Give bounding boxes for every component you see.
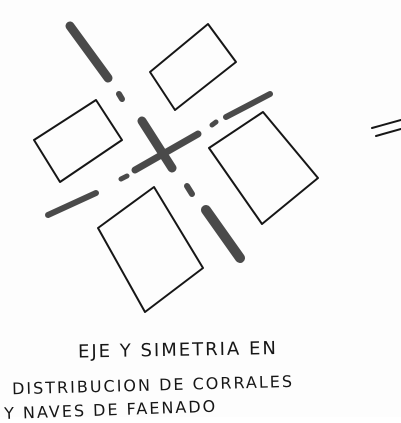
axis-dash [212, 122, 216, 125]
equal-mark-bottom [376, 129, 401, 136]
left-block [34, 100, 122, 182]
axis-dash [119, 94, 122, 99]
axis-lower-right-stroke [206, 210, 240, 258]
axis-dash [187, 186, 192, 194]
axis-cross-left-stroke [48, 193, 96, 215]
bottom-large-block [98, 187, 203, 312]
symmetry-axes [48, 26, 270, 258]
top-small-block [150, 24, 236, 110]
equal-marks [372, 120, 401, 136]
axis-upper-left-stroke [70, 26, 108, 78]
equal-mark-top [372, 120, 401, 128]
axis-dash [121, 176, 127, 179]
right-large-block [209, 112, 318, 224]
